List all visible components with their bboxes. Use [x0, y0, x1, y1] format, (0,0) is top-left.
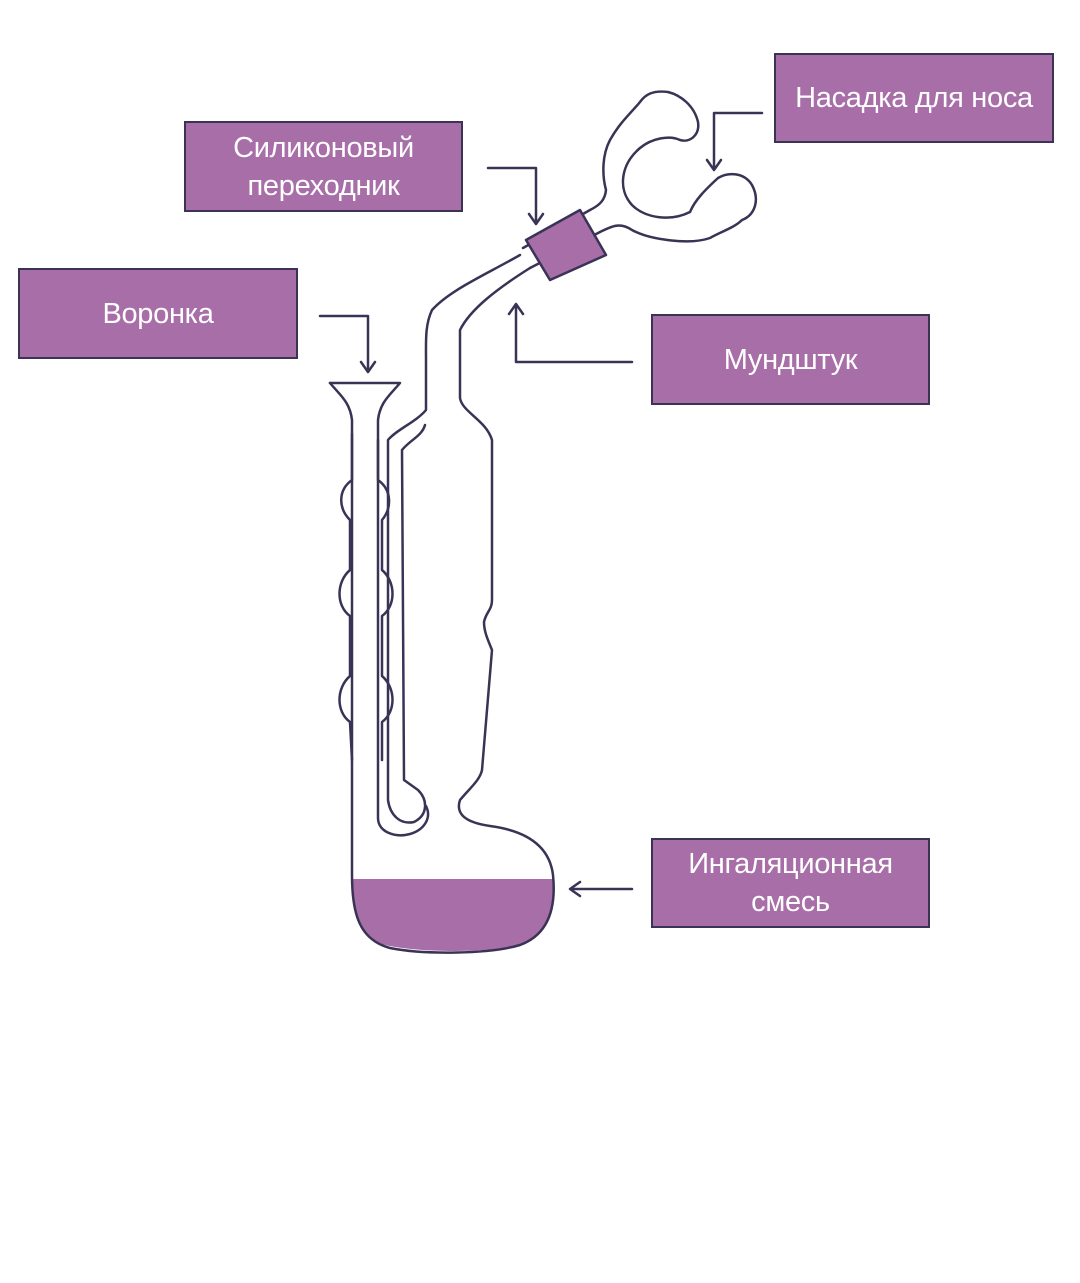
label-nasal-attachment: Насадка для носа [774, 53, 1054, 143]
vessel-outline [350, 266, 555, 954]
arrow-silikon [486, 166, 545, 226]
label-inhalation-mixture-line2: смесь [751, 886, 830, 918]
arrow-smes [568, 880, 634, 898]
label-nasal-attachment-text: Насадка для носа [795, 82, 1033, 114]
inner-tube-line [376, 438, 430, 837]
funnel [328, 381, 402, 762]
arrow-mundshtuk [507, 302, 634, 364]
label-silicone-adapter-line1: Силиконовый [233, 131, 414, 164]
funnel-left [328, 381, 354, 762]
label-mouthpiece-text: Мундштук [723, 343, 858, 376]
label-inhalation-mixture-line1: Ингаляционная [688, 848, 893, 880]
label-funnel: Воронка [18, 268, 298, 359]
silicone-adapter [524, 208, 608, 282]
label-inhalation-mixture: Ингаляционная смесь [651, 838, 930, 928]
arrow-nasadka [705, 111, 764, 172]
inhalation-mixture-liquid [352, 879, 554, 951]
label-silicone-adapter: Силиконовый переходник [184, 121, 463, 212]
label-funnel-text: Воронка [102, 297, 214, 330]
label-mouthpiece: Мундштук [651, 314, 930, 405]
inner-tube [386, 253, 522, 824]
arrow-voronka [318, 314, 377, 374]
mouthpiece-tube [521, 90, 758, 270]
label-silicone-adapter-line2: переходник [247, 169, 400, 202]
